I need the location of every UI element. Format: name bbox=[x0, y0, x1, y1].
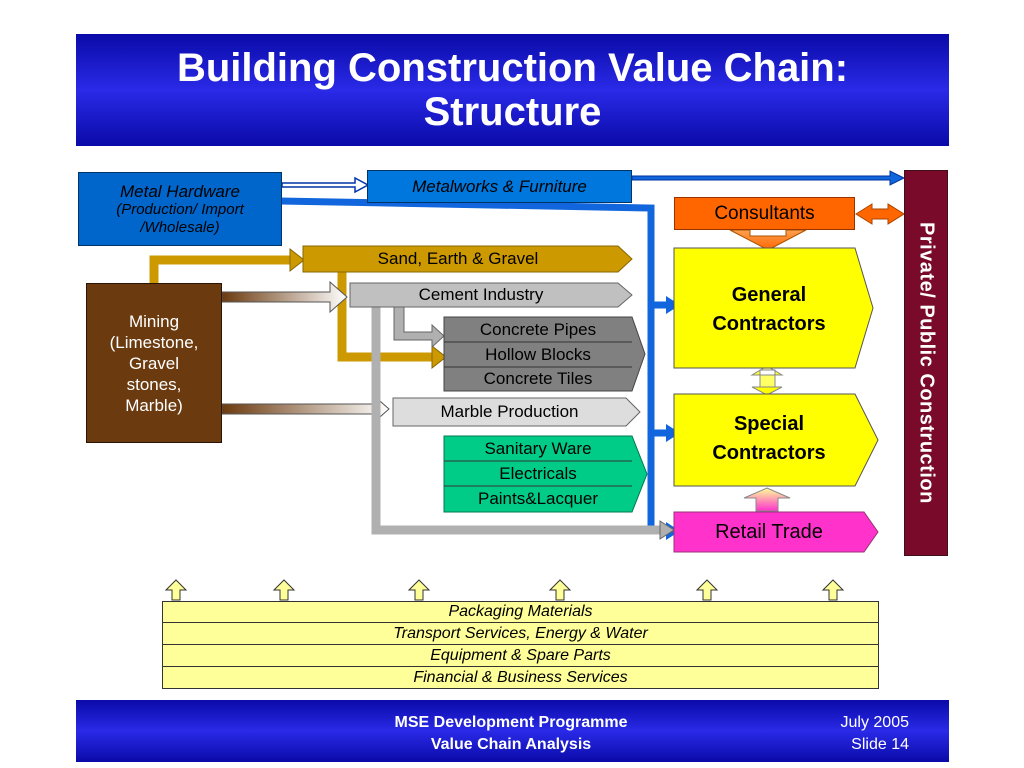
concrete-tiles: Concrete Tiles bbox=[444, 367, 632, 391]
general-contractors-box: General Contractors bbox=[674, 280, 864, 340]
hollow-blocks: Hollow Blocks bbox=[444, 342, 632, 367]
sand-label: Sand, Earth & Gravel bbox=[377, 249, 539, 268]
metalworks-label: Metalworks & Furniture bbox=[412, 176, 587, 196]
arrow-mining-to-sand bbox=[149, 255, 290, 283]
mining-line1: Mining bbox=[128, 311, 180, 331]
cement-label: Cement Industry bbox=[418, 285, 544, 304]
footer-slide: Slide 14 bbox=[851, 736, 909, 753]
arrow-cement-to-concrete bbox=[393, 304, 445, 349]
paints-lacquer: Paints&Lacquer bbox=[444, 486, 632, 511]
metal-hardware-title: Metal Hardware bbox=[120, 181, 240, 201]
footer-date: July 2005 bbox=[840, 714, 910, 731]
arrow-retail-to-special bbox=[743, 487, 791, 512]
sanitary-shape bbox=[443, 435, 648, 513]
metal-hardware-sub2: /Wholesale) bbox=[140, 218, 220, 236]
retail-trade-label: Retail Trade bbox=[715, 520, 823, 543]
footer-right: July 2005 Slide 14 bbox=[841, 712, 910, 756]
concrete-tiles-label: Concrete Tiles bbox=[483, 369, 593, 388]
arrow-metalworks-to-construction bbox=[631, 170, 906, 186]
marble-box: Marble Production bbox=[393, 398, 626, 426]
metal-hardware-box: Metal Hardware (Production/ Import /Whol… bbox=[78, 172, 282, 246]
hollow-blocks-label: Hollow Blocks bbox=[485, 344, 591, 364]
support-arrow-3 bbox=[407, 579, 431, 601]
private-public-label: Private/ Public Construction bbox=[915, 222, 938, 504]
special-contractors-box: Special Contractors bbox=[674, 409, 864, 469]
arrow-hardware-to-metalworks bbox=[281, 176, 370, 194]
consultants-label: Consultants bbox=[714, 202, 815, 224]
title-band: Building Construction Value Chain: Struc… bbox=[76, 34, 949, 146]
special-shape bbox=[673, 393, 879, 487]
paints-lacquer-label: Paints&Lacquer bbox=[477, 488, 599, 508]
mining-line5: Marble) bbox=[125, 395, 183, 415]
footer-programme: MSE Development Programme bbox=[394, 714, 628, 731]
support-up-arrows bbox=[164, 579, 845, 601]
retail-shape bbox=[673, 511, 879, 553]
mining-line2: (Limestone, bbox=[109, 332, 199, 352]
arrow-consultants-down bbox=[729, 229, 807, 251]
slide-title: Building Construction Value Chain: Struc… bbox=[176, 46, 849, 134]
general-line2: Contractors bbox=[712, 313, 826, 335]
private-public-construction-box: Private/ Public Construction bbox=[904, 170, 948, 556]
marble-shape bbox=[392, 397, 641, 427]
footer-analysis: Value Chain Analysis bbox=[430, 736, 592, 753]
support-arrow-4 bbox=[548, 579, 572, 601]
support-row: Packaging Materials bbox=[162, 601, 879, 623]
cement-box: Cement Industry bbox=[350, 283, 612, 307]
arrowhead-sand bbox=[289, 247, 305, 273]
support-financial: Financial & Business Services bbox=[413, 668, 628, 686]
arrowhead-retail-grey bbox=[659, 520, 675, 540]
support-arrow-6 bbox=[821, 579, 845, 601]
mining-line3: Gravel bbox=[128, 353, 180, 373]
arrow-mining-to-cement bbox=[221, 280, 348, 314]
support-row: Financial & Business Services bbox=[162, 667, 879, 689]
support-row: Equipment & Spare Parts bbox=[162, 645, 879, 667]
support-packaging: Packaging Materials bbox=[448, 603, 593, 620]
special-line2: Contractors bbox=[712, 442, 826, 464]
cement-shape bbox=[349, 282, 633, 308]
support-equipment: Equipment & Spare Parts bbox=[430, 646, 611, 664]
general-shape bbox=[673, 247, 874, 369]
mining-line4: stones, bbox=[126, 374, 182, 394]
arrowhead-general bbox=[666, 296, 680, 314]
general-line1: General bbox=[731, 284, 807, 306]
support-services-stack: Packaging Materials Transport Services, … bbox=[162, 601, 879, 689]
retail-trade-box: Retail Trade bbox=[674, 512, 864, 552]
electricals-label: Electricals bbox=[499, 463, 577, 483]
footer-center: MSE Development Programme Value Chain An… bbox=[326, 712, 696, 756]
metalworks-box: Metalworks & Furniture bbox=[367, 170, 632, 203]
concrete-pipes: Concrete Pipes bbox=[444, 318, 632, 342]
support-arrow-1 bbox=[164, 579, 188, 601]
support-row: Transport Services, Energy & Water bbox=[162, 623, 879, 645]
consultants-box: Consultants bbox=[674, 197, 855, 230]
sand-box: Sand, Earth & Gravel bbox=[303, 246, 613, 272]
metal-hardware-sub1: (Production/ Import bbox=[116, 200, 244, 218]
arrowhead-concrete-gold bbox=[431, 344, 447, 370]
support-transport: Transport Services, Energy & Water bbox=[393, 624, 648, 642]
sand-shape bbox=[302, 245, 633, 273]
support-arrow-5 bbox=[695, 579, 719, 601]
sanitary-ware: Sanitary Ware bbox=[444, 436, 632, 461]
mining-box: Mining (Limestone, Gravel stones, Marble… bbox=[86, 283, 222, 443]
arrow-mining-to-marble bbox=[221, 392, 390, 426]
electricals: Electricals bbox=[444, 461, 632, 486]
marble-label: Marble Production bbox=[440, 402, 579, 421]
concrete-pipes-label: Concrete Pipes bbox=[479, 320, 597, 339]
footer-band: MSE Development Programme Value Chain An… bbox=[76, 700, 949, 762]
special-line1: Special bbox=[733, 413, 805, 435]
arrowhead-special bbox=[666, 424, 680, 442]
sanitary-ware-label: Sanitary Ware bbox=[484, 438, 592, 458]
arrow-cement-to-retail bbox=[371, 305, 660, 535]
concrete-shape bbox=[443, 316, 646, 392]
arrow-consultants-construction bbox=[855, 203, 905, 225]
arrow-general-special bbox=[750, 365, 784, 396]
support-arrow-2 bbox=[272, 579, 296, 601]
